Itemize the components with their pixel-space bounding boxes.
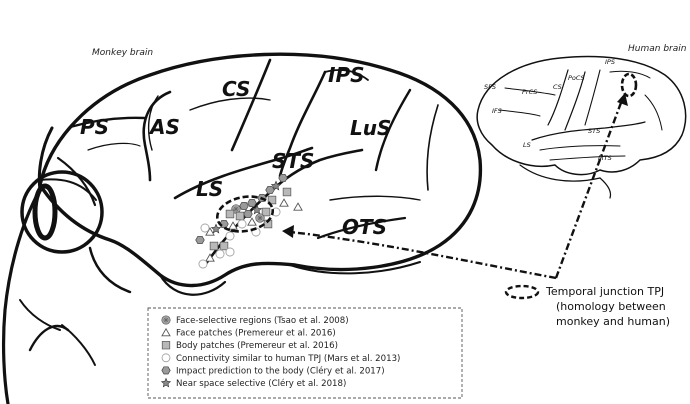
legend-marker-triangle [161, 327, 171, 337]
caption-human: Human brain [628, 44, 687, 54]
principal-sulcus [68, 116, 147, 129]
arrowhead-human [617, 93, 628, 106]
sts-marker-hexagon [239, 201, 249, 211]
intraparietal-sulcus [278, 70, 327, 178]
tpj-line2: (homology between [556, 300, 666, 313]
sts-marker-square [209, 241, 219, 251]
label-sts: STS [272, 149, 314, 173]
human-label-mts: MTS [598, 154, 612, 162]
sts-marker-triangle [293, 202, 303, 211]
homology-arrows [289, 99, 624, 280]
sts-marker-hexagon [278, 173, 288, 183]
monkey-head-outline [1, 126, 132, 404]
sts-marker-triangle [279, 198, 289, 207]
tpj-key-ellipse [504, 284, 540, 300]
sts-marker-square [267, 195, 277, 205]
label-ots: OTS [342, 215, 387, 239]
caption-monkey: Monkey brain [92, 48, 153, 58]
sts-marker-hexagon [195, 235, 205, 245]
sts-marker-circle [215, 249, 225, 259]
sts-marker-star [270, 180, 282, 191]
sts-marker-triangle [228, 221, 238, 230]
sts-marker-square [219, 241, 229, 251]
sts-marker-circle [225, 247, 235, 257]
sts-marker-triangle [247, 217, 257, 226]
sts-marker-cluster [195, 173, 303, 269]
legend-marker-circle [161, 353, 171, 363]
human-label-ifs: IFS [492, 107, 502, 115]
sts-marker-triangle [205, 253, 215, 262]
label-ips: IPS [328, 63, 365, 87]
sts-marker-asterisk-circle [255, 213, 265, 223]
label-as: AS [148, 115, 180, 139]
human-label-ips: IPS [605, 58, 615, 66]
human-label-ls: LS [523, 141, 531, 149]
legend-marker-asterisk-circle [161, 315, 171, 325]
lunate-sulcus [374, 88, 412, 172]
occipitotemporal-sulcus [316, 216, 407, 240]
arrowhead-monkey [282, 225, 294, 238]
legend-label: Face patches (Premereur et al. 2016) [176, 329, 336, 339]
sts-marker-hexagon [265, 185, 275, 195]
legend-label: Connectivity similar to human TPJ (Mars … [176, 354, 400, 364]
sts-marker-triangle [205, 227, 215, 236]
sts-marker-circle [200, 223, 210, 233]
label-ls: LS [196, 177, 223, 201]
sts-marker-circle [198, 259, 208, 269]
human-label-sfs: SFS [484, 83, 496, 91]
human-tpj-ellipse [620, 72, 638, 98]
sts-marker-square [235, 211, 245, 221]
human-label-prcs: PrCS [522, 88, 537, 96]
sts-marker-circle [225, 231, 235, 241]
label-cs: CS [222, 77, 250, 101]
sts-marker-square [261, 207, 271, 217]
tpj-line1: Temporal junction TPJ [545, 285, 664, 298]
monkey-brain-outline [38, 52, 483, 296]
legend: Face-selective regions (Tsao et al. 2008… [160, 315, 400, 389]
legend-marker-star [160, 377, 172, 388]
legend-label: Near space selective (Cléry et al. 2018) [176, 378, 346, 389]
tpj-line3: monkey and human) [556, 315, 670, 328]
legend-box [147, 307, 463, 399]
human-label-pocs: PoCS [568, 74, 585, 82]
legend-label: Face-selective regions (Tsao et al. 2008… [176, 316, 349, 326]
legend-marker-hexagon [161, 366, 171, 375]
monkey-tpj-ellipse [215, 195, 275, 233]
lateral-sulcus [173, 146, 314, 200]
human-brain-outline [476, 55, 687, 199]
human-label-cs: CS [553, 83, 562, 91]
legend-label: Body patches (Premereur et al. 2016) [176, 341, 338, 351]
label-ps: PS [80, 115, 109, 139]
legend-marker-square [161, 341, 171, 350]
sts-marker-square [225, 209, 235, 219]
sts-marker-square [282, 187, 292, 197]
sts-marker-hexagon [247, 198, 257, 208]
arcuate-sulcus [142, 90, 172, 182]
human-label-sts: STS [588, 127, 600, 135]
sts-marker-hexagon [243, 209, 253, 219]
label-lus: LuS [350, 116, 391, 140]
legend-label: Impact prediction to the body (Cléry et … [176, 365, 385, 376]
sts-marker-star [251, 204, 263, 215]
sts-marker-star [210, 223, 222, 234]
sts-marker-circle [237, 219, 247, 229]
central-sulcus [230, 58, 272, 152]
